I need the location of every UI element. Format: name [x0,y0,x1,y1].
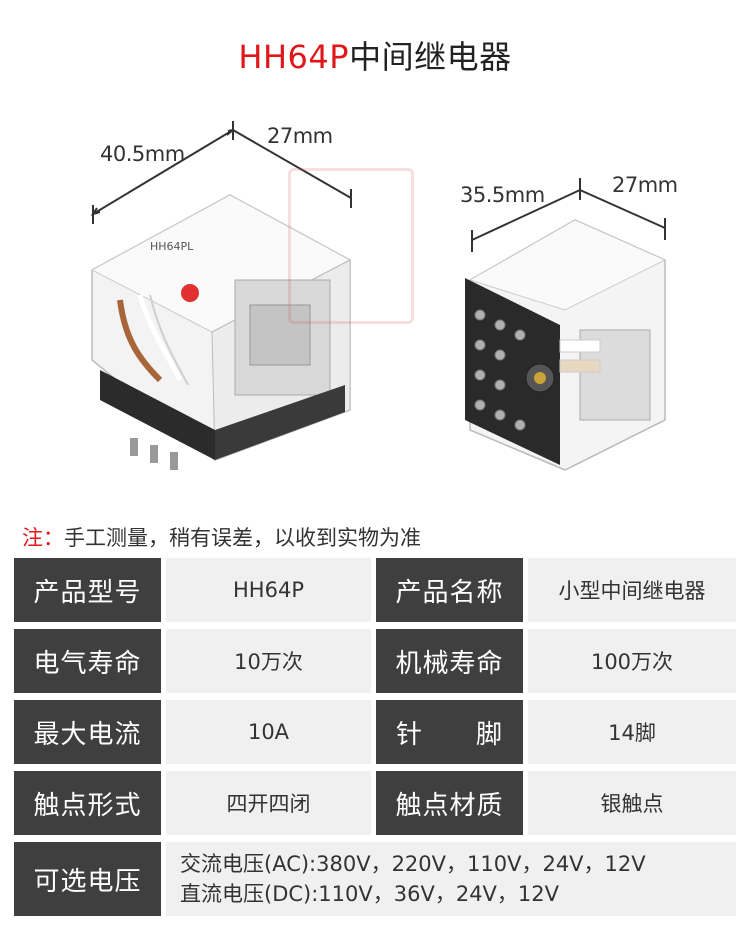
spec-value: 四开四闭 [166,771,371,835]
page-title: HH64P中间继电器 [0,32,750,78]
voltage-ac: 交流电压(AC):380V，220V，110V，24V，12V [180,852,646,876]
title-name: 中间继电器 [349,38,512,76]
dim-right-depth: 27mm [612,173,678,197]
spec-header: 最大电流 [14,700,161,764]
relay-label-text: HH64PL [150,240,194,253]
spec-header: 机械寿命 [376,629,523,693]
measurement-note: 注：手工测量，稍有误差，以收到实物为准 [22,522,421,552]
spec-header: 触点材质 [376,771,523,835]
spec-header-part: 脚 [475,719,503,750]
spec-header-part: 针 [396,719,424,750]
dim-right-width: 35.5mm [460,183,545,207]
watermark-seal [288,168,414,324]
spec-value: 14脚 [528,700,736,764]
spec-value: 小型中间继电器 [528,558,736,622]
spec-value: 100万次 [528,629,736,693]
product-photo-area: HH64PL 4 [0,100,750,495]
spec-header: 产品名称 [376,558,523,622]
table-row: 产品型号 HH64P 产品名称 小型中间继电器 [14,558,736,622]
table-row: 最大电流 10A 针 脚 14脚 [14,700,736,764]
voltage-dc: 直流电压(DC):110V，36V，24V，12V [180,882,560,906]
spec-value: 银触点 [528,771,736,835]
note-label: 注： [22,526,64,550]
dim-left-depth: 27mm [267,124,333,148]
spec-header: 针 脚 [376,700,523,764]
table-row: 电气寿命 10万次 机械寿命 100万次 [14,629,736,693]
relay-front-image: HH64PL [90,121,667,471]
title-model: HH64P [238,38,350,76]
spec-value: 10万次 [166,629,371,693]
dim-left-width: 40.5mm [100,142,185,166]
spec-value: 10A [166,700,371,764]
spec-header: 电气寿命 [14,629,161,693]
spec-header: 可选电压 [14,842,161,916]
spec-header: 产品型号 [14,558,161,622]
spec-value: HH64P [166,558,371,622]
spec-header: 触点形式 [14,771,161,835]
voltage-options: 交流电压(AC):380V，220V，110V，24V，12V 直流电压(DC)… [166,842,736,916]
note-text: 手工测量，稍有误差，以收到实物为准 [64,526,421,550]
table-row: 可选电压 交流电压(AC):380V，220V，110V，24V，12V 直流电… [14,842,736,916]
table-row: 触点形式 四开四闭 触点材质 银触点 [14,771,736,835]
